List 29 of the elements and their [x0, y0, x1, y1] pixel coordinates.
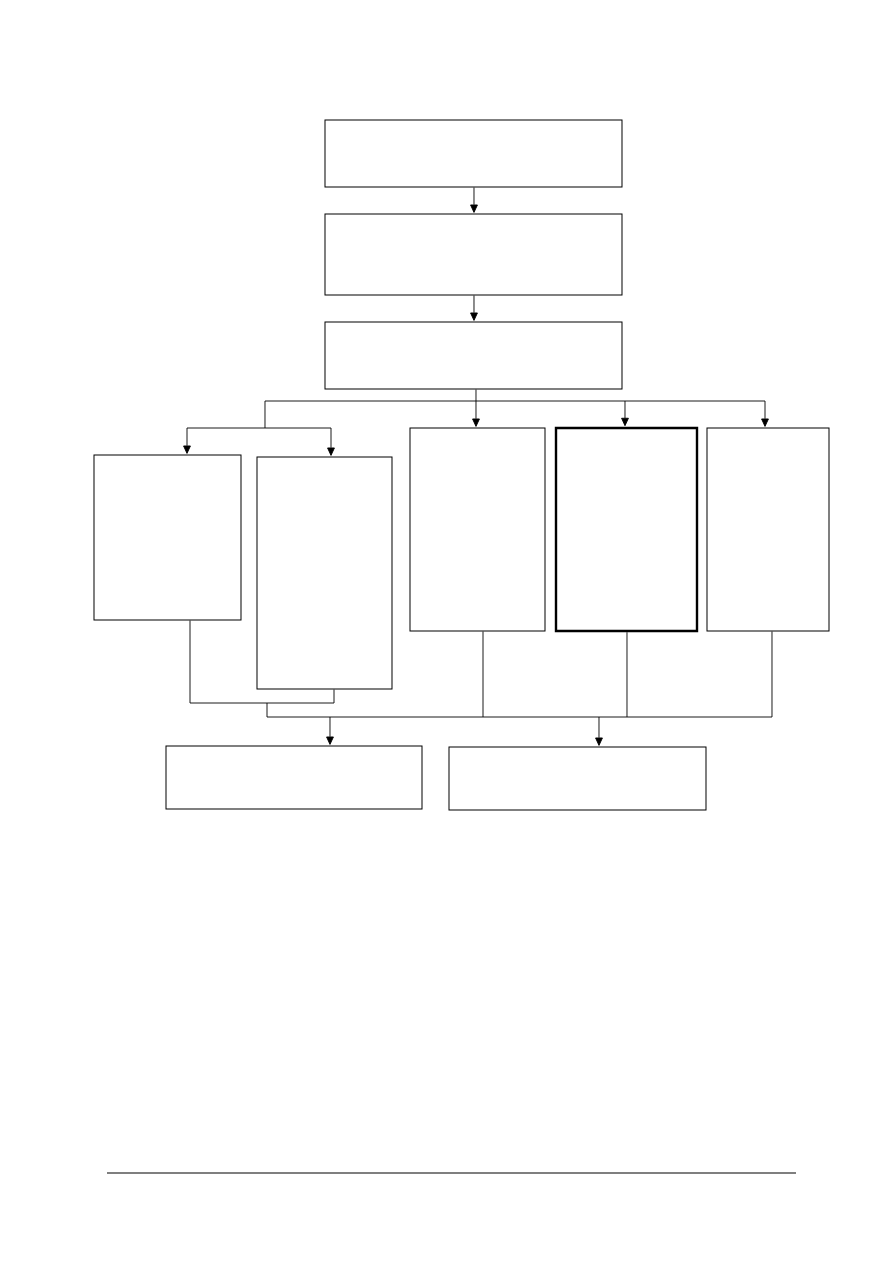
connector-line — [771, 631, 773, 718]
connector-arrow — [470, 295, 478, 321]
empty-box — [448, 746, 707, 811]
empty-box — [324, 213, 623, 296]
empty-box — [554, 426, 699, 633]
connector-line — [482, 631, 484, 718]
connector-line — [266, 702, 268, 718]
connector-arrow — [470, 187, 478, 213]
connector-line — [266, 716, 773, 718]
empty-box — [256, 456, 393, 690]
empty-box — [324, 119, 623, 188]
empty-box — [706, 427, 830, 632]
connector-arrow — [595, 716, 603, 746]
connector-arrow — [326, 716, 334, 745]
empty-box — [165, 745, 423, 810]
connector-arrow — [621, 400, 629, 427]
empty-box — [409, 427, 546, 632]
connector-line — [266, 689, 335, 704]
connector-line — [189, 620, 268, 704]
connector-line — [475, 389, 477, 402]
connector-arrow — [327, 427, 335, 456]
connector-arrow — [761, 400, 769, 427]
connector-line — [264, 400, 766, 402]
connector-arrow — [183, 427, 266, 454]
connector-line — [264, 400, 332, 429]
connector-arrow — [472, 400, 480, 427]
empty-box — [324, 321, 623, 390]
connector-line — [626, 631, 628, 718]
empty-box — [93, 454, 242, 621]
